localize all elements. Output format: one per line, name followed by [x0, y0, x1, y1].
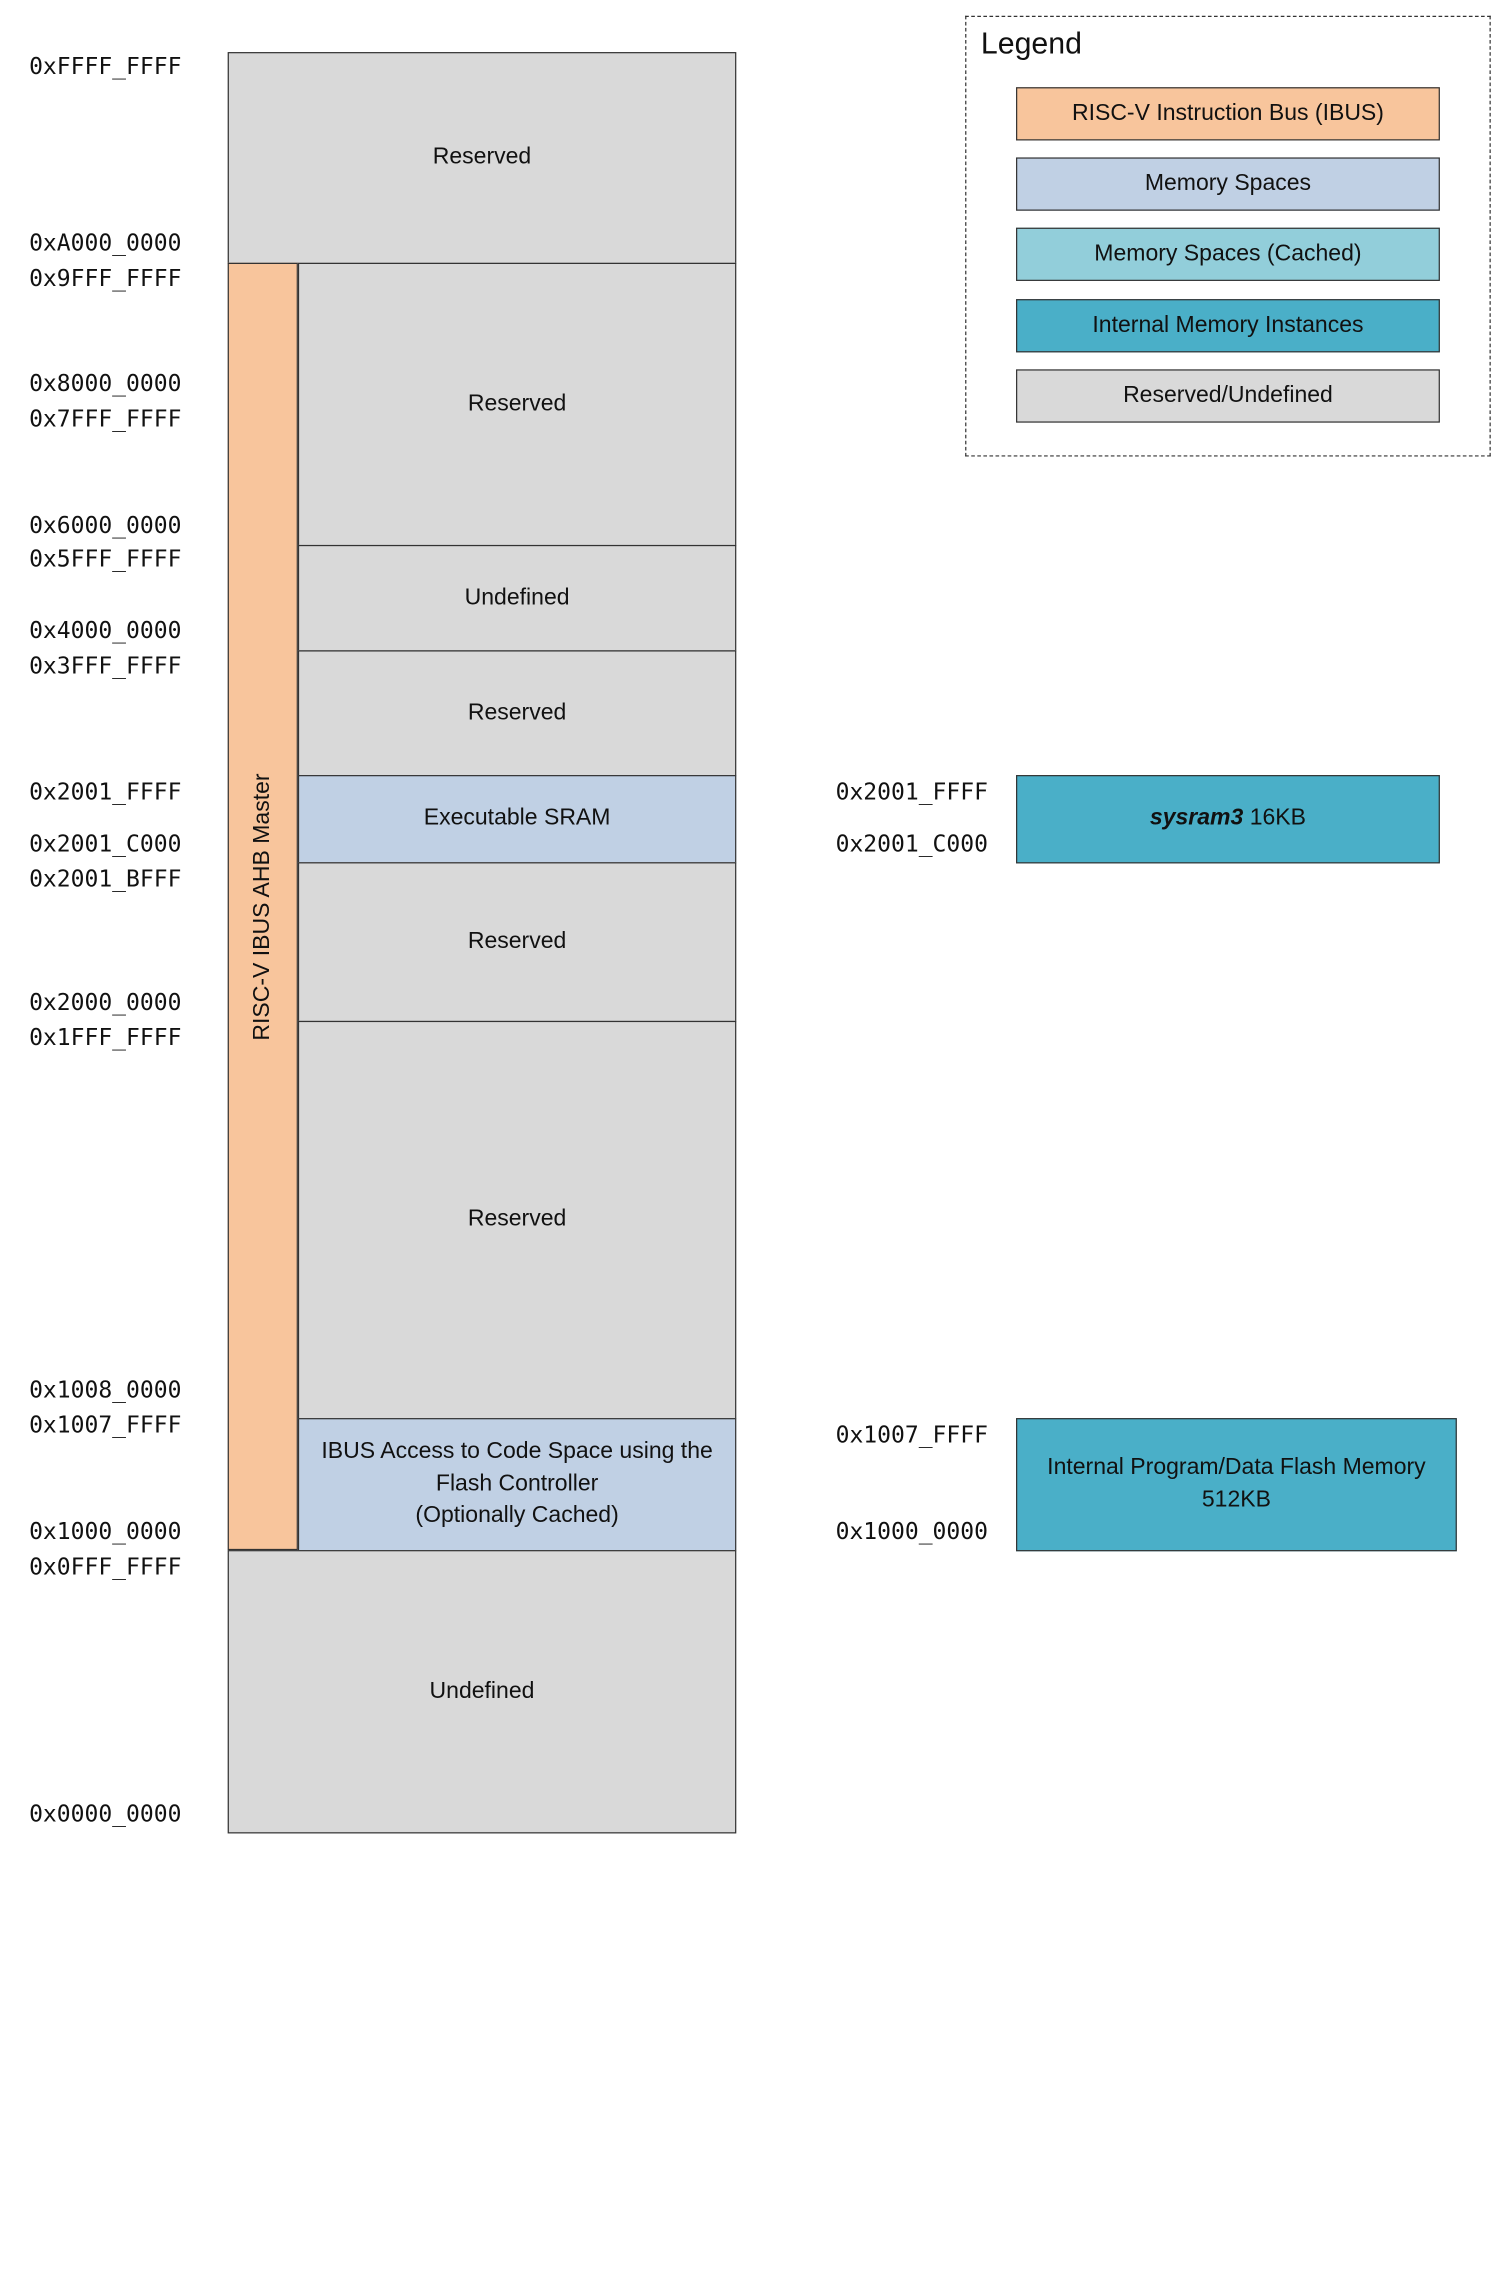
- region-reserved-top: Reserved: [227, 52, 737, 264]
- legend-item-label: RISC-V Instruction Bus (IBUS): [1071, 100, 1384, 126]
- address-label: 0x2001_C000: [29, 830, 182, 858]
- address-label: 0xFFFF_FFFF: [29, 53, 182, 80]
- region-reserved-1008: Reserved: [297, 1020, 737, 1420]
- address-label: 0x1008_0000: [29, 1376, 182, 1404]
- legend-item-ibus: RISC-V Instruction Bus (IBUS): [1016, 87, 1440, 141]
- legend-title: Legend: [980, 26, 1082, 61]
- address-label: 0x6000_0000: [29, 512, 182, 539]
- address-label: 0x3FFF_FFFF: [29, 652, 182, 680]
- address-label: 0xA000_0000: [29, 230, 182, 257]
- instance-label-line1: Internal Program/Data Flash Memory: [1047, 1454, 1426, 1481]
- legend-item-memory-spaces-cached: Memory Spaces (Cached): [1016, 227, 1440, 281]
- legend-item-memory-spaces: Memory Spaces: [1016, 157, 1440, 211]
- legend-item-label: Memory Spaces (Cached): [1094, 240, 1362, 267]
- address-label: 0x4000_0000: [29, 617, 182, 645]
- address-label: 0x2001_FFFF: [835, 778, 988, 806]
- address-label: 0x1007_FFFF: [29, 1412, 182, 1439]
- instance-flash: Internal Program/Data Flash Memory 512KB: [1016, 1418, 1457, 1552]
- legend-item-label: Internal Memory Instances: [1092, 312, 1364, 338]
- region-executable-sram: Executable SRAM: [297, 775, 737, 864]
- region-label: Reserved: [467, 390, 567, 417]
- region-label: Undefined: [464, 584, 570, 610]
- region-undefined-bottom: Undefined: [227, 1550, 737, 1834]
- address-label: 0x2000_0000: [29, 989, 182, 1017]
- region-label-line2: Flash Controller: [435, 1471, 599, 1497]
- address-label: 0x2001_C000: [835, 830, 988, 858]
- legend-item-label: Reserved/Undefined: [1123, 382, 1333, 409]
- address-label: 0x0FFF_FFFF: [29, 1553, 182, 1581]
- instance-label-line2: 512KB: [1201, 1487, 1271, 1513]
- ibus-ahb-master-label: RISC-V IBUS AHB Master: [249, 772, 275, 1041]
- ibus-ahb-master-bar: RISC-V IBUS AHB Master: [227, 262, 298, 1551]
- instance-size: 16KB: [1243, 805, 1306, 831]
- address-label: 0x2001_FFFF: [29, 778, 182, 806]
- legend: Legend RISC-V Instruction Bus (IBUS) Mem…: [965, 15, 1491, 457]
- region-label: Reserved: [432, 144, 532, 170]
- legend-item-reserved: Reserved/Undefined: [1016, 369, 1440, 423]
- legend-item-internal-memory: Internal Memory Instances: [1016, 299, 1440, 353]
- region-undefined-4000: Undefined: [297, 544, 737, 652]
- address-label: 0x1000_0000: [835, 1518, 988, 1546]
- address-label: 0x8000_0000: [29, 370, 182, 398]
- region-label: Reserved: [467, 928, 567, 954]
- region-reserved-2000: Reserved: [297, 862, 737, 1023]
- legend-item-label: Memory Spaces: [1144, 170, 1312, 197]
- address-label: 0x5FFF_FFFF: [29, 546, 182, 573]
- address-label: 0x1007_FFFF: [835, 1421, 988, 1449]
- address-label: 0x1FFF_FFFF: [29, 1024, 182, 1052]
- region-label: Reserved: [467, 699, 567, 726]
- instance-sysram3: sysram3 16KB: [1016, 775, 1440, 864]
- instance-label: sysram3 16KB: [1150, 803, 1306, 835]
- instance-name: sysram3: [1149, 805, 1244, 831]
- address-label: 0x0000_0000: [29, 1800, 182, 1828]
- region-ibus-code-space: IBUS Access to Code Space using the Flas…: [297, 1418, 737, 1552]
- region-label: Executable SRAM: [423, 805, 611, 831]
- region-reserved-8000: Reserved: [297, 262, 737, 547]
- address-label: 0x1000_0000: [29, 1518, 182, 1546]
- region-reserved-3fff: Reserved: [297, 650, 737, 777]
- region-label: Reserved: [467, 1206, 567, 1232]
- region-label-line1: IBUS Access to Code Space using the: [321, 1438, 713, 1465]
- address-label: 0x9FFF_FFFF: [29, 265, 182, 292]
- address-label: 0x7FFF_FFFF: [29, 405, 182, 433]
- region-label-line3: (Optionally Cached): [415, 1503, 619, 1529]
- address-label: 0x2001_BFFF: [29, 865, 182, 893]
- region-label: Undefined: [429, 1678, 535, 1704]
